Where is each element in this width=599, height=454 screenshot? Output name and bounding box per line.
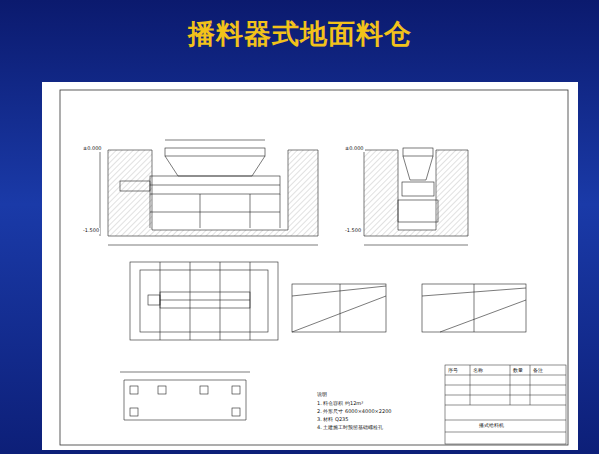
drawing-label: 播式给料机 (478, 423, 505, 429)
slide-title: 播料器式地面料仓 (0, 16, 599, 52)
drawing-label: ±0.000 (82, 146, 103, 152)
foundation-plan (120, 372, 250, 420)
drawing-label: 名称 (472, 368, 484, 374)
drawing-label: 数量 (512, 368, 524, 374)
drawing-label: 2. 外形尺寸 6000×4000×2200 (316, 409, 393, 415)
drawing-label: 4. 土建施工时预留基础螺栓孔 (316, 425, 384, 431)
frame (60, 90, 568, 445)
bin-views (292, 284, 526, 332)
paper (42, 82, 578, 450)
drawing-label: 1. 料仓容积 约12m³ (316, 401, 364, 407)
front-elevation (100, 140, 318, 245)
drawing-label: ±0.000 (344, 146, 365, 152)
side-elevation (364, 148, 468, 245)
drawing-label: 备注 (532, 368, 544, 374)
drawing-label: 3. 材料 Q235 (316, 417, 349, 423)
title-block (445, 365, 566, 444)
drawing-label: 序号 (447, 368, 459, 374)
drawing-label: 说明 (316, 392, 328, 398)
drawing-label: -1.500 (344, 228, 362, 234)
drawing-label: -1.500 (82, 228, 100, 234)
plan-view (130, 262, 278, 340)
